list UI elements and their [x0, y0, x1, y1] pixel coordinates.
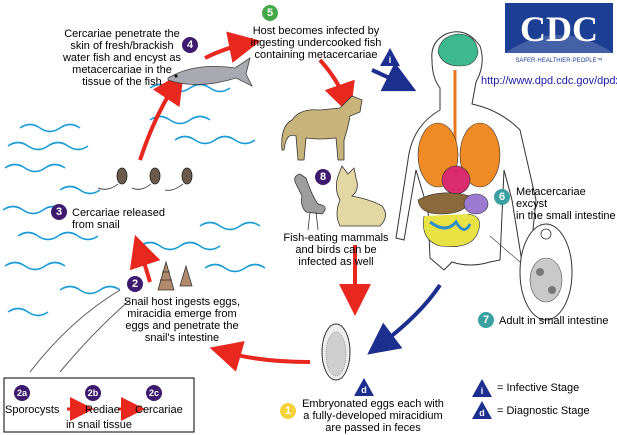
legend-infective-letter: i	[480, 386, 484, 396]
cercariae-label: Cercariae	[135, 404, 183, 416]
step-8-text: Fish-eating mammals and birds can be inf…	[283, 232, 389, 268]
step-2b-number: 2b	[87, 388, 99, 398]
legend-diagnostic-symbol	[472, 401, 492, 419]
step-3-number: 3	[55, 206, 63, 218]
step-5-number: 5	[266, 7, 274, 19]
cat-illustration	[336, 165, 386, 227]
step-2b-marker	[85, 385, 101, 401]
step-3-text: Cercariae released from snail	[72, 207, 165, 231]
legend-infective-label: = Infective Stage	[497, 382, 580, 394]
step-6-text: Metacercariae excyst in the small intest…	[516, 186, 616, 222]
snail-illustration	[157, 260, 193, 291]
snail-tissue-label: in snail tissue	[65, 419, 133, 431]
cycle-arrows-blue	[367, 62, 442, 355]
diagnostic-symbol	[354, 378, 374, 396]
step-7-marker	[478, 312, 494, 328]
step-2c-marker	[146, 385, 162, 401]
cdc-logo: CDC SAFER·HEALTHIER·PEOPLE™	[505, 3, 613, 65]
adult-worm-illustration	[519, 223, 573, 321]
legend-infective-symbol	[472, 379, 492, 397]
fin-outline	[29, 289, 121, 373]
step-2-marker	[127, 276, 143, 292]
step-1-marker	[280, 403, 296, 419]
step-8-marker	[315, 169, 331, 185]
step-2-text: Snail host ingests eggs, miracidia emerg…	[123, 296, 241, 344]
step-2a-number: 2a	[16, 388, 27, 398]
step-5-text: Host becomes infected by ingesting under…	[250, 25, 382, 61]
step-4-marker	[182, 37, 198, 53]
rediae-label: Rediae	[85, 404, 120, 416]
infective-symbol-letter: i	[388, 55, 392, 65]
legend-diagnostic-letter: d	[479, 408, 485, 418]
cdc-logo-mark: CDC SAFER·HEALTHIER·PEOPLE™	[505, 3, 613, 64]
cdc-tagline: SAFER·HEALTHIER·PEOPLE™	[515, 57, 602, 64]
step-4-number: 4	[186, 39, 194, 51]
step-5-marker	[262, 5, 278, 21]
step-7-number: 7	[482, 314, 490, 326]
cercariae-illustration	[97, 167, 193, 191]
step-6-marker	[494, 189, 510, 205]
legend-diagnostic-label: = Diagnostic Stage	[497, 405, 590, 417]
step-8-number: 8	[319, 171, 327, 183]
fish-illustration	[167, 57, 253, 87]
infective-symbol	[380, 48, 400, 66]
sporocysts-label: Sporocysts	[5, 404, 60, 416]
snail-stages-box	[3, 377, 195, 433]
step-7-text: Adult in small intestine	[499, 315, 609, 327]
cycle-arrows-red	[129, 31, 371, 372]
cdc-logo-text: CDC	[520, 9, 598, 49]
stage-symbols	[354, 48, 492, 419]
step-3-marker	[51, 204, 67, 220]
step-6-number: 6	[498, 191, 506, 203]
diagnostic-symbol-letter: d	[361, 385, 367, 395]
step-1-number: 1	[284, 405, 292, 417]
dog-illustration	[281, 95, 363, 161]
step-1-text: Embryonated eggs each with a fully-devel…	[302, 398, 444, 434]
egg-illustration	[321, 323, 351, 381]
step-2a-marker	[14, 385, 30, 401]
human-organs	[417, 33, 501, 247]
source-url[interactable]: http://www.dpd.cdc.gov/dpdx	[481, 75, 617, 87]
step-2c-number: 2c	[148, 388, 159, 398]
step-4-text: Cercariae penetrate the skin of fresh/br…	[62, 28, 181, 88]
step-2-number: 2	[131, 278, 139, 290]
step-markers	[14, 5, 510, 419]
heron-illustration	[294, 173, 326, 231]
water-waves	[2, 83, 266, 317]
